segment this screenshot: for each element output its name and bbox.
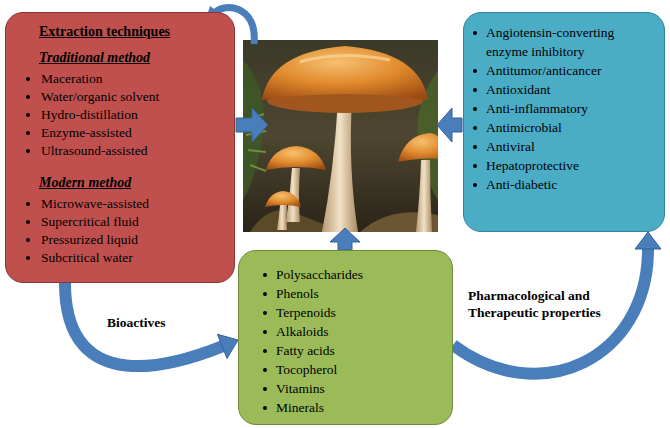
text-row: Modern method	[6, 174, 226, 192]
bullet-text: Alkaloids	[276, 322, 444, 341]
text-row: Vitamins	[239, 379, 444, 398]
bullet-dot	[263, 330, 267, 334]
arrow-body	[65, 283, 222, 366]
text-row: Hydro-distillation	[6, 106, 226, 124]
text-row: Supercritical fluid	[6, 213, 226, 231]
bullet-text: Supercritical fluid	[41, 213, 226, 231]
bullet-text: Fatty acids	[276, 341, 444, 360]
bullet-text: Enzyme-assisted	[41, 124, 226, 142]
curved-arrow	[453, 232, 661, 374]
bullet-dot	[26, 238, 30, 242]
text-row: Hepatoprotective	[464, 156, 656, 175]
text-row: Enzyme-assisted	[6, 124, 226, 142]
bullet-dot	[263, 273, 267, 277]
bullet-text: Anti-inflammatory	[486, 99, 656, 118]
bullet-dot	[26, 113, 30, 117]
bullet-dot	[473, 164, 477, 168]
text-row: Antioxidant	[464, 80, 656, 99]
text-row: Anti-inflammatory	[464, 99, 656, 118]
text-row: Pressurized liquid	[6, 231, 226, 249]
bullet-dot	[473, 107, 477, 111]
bullet-dot	[26, 220, 30, 224]
bullet-text: Microwave-assisted	[41, 195, 226, 213]
bullet-dot	[26, 202, 30, 206]
bullet-dot	[263, 349, 267, 353]
text-row: Phenols	[239, 284, 444, 303]
bullet-dot	[263, 387, 267, 391]
bullet-text: Subcritical water	[41, 249, 226, 267]
bullet-text: Pressurized liquid	[41, 231, 226, 249]
bullet-text: Antimicrobial	[486, 118, 656, 137]
text-row: Tocopherol	[239, 360, 444, 379]
bullet-dot	[26, 256, 30, 260]
bullet-dot	[473, 69, 477, 73]
arrow-head	[217, 334, 238, 358]
bullet-text: Phenols	[276, 284, 444, 303]
text-row: Maceration	[6, 70, 226, 88]
bullet-text: Vitamins	[276, 379, 444, 398]
bullet-dot	[26, 77, 30, 81]
bullet-dot	[26, 131, 30, 135]
text-row: Water/organic solvent	[6, 88, 226, 106]
bullet-dot	[26, 149, 30, 153]
text-row: Traditional method	[6, 49, 226, 67]
bullet-dot	[473, 31, 477, 35]
text-row: Antiviral	[464, 137, 656, 156]
text-row: Alkaloids	[239, 322, 444, 341]
text-row: Microwave-assisted	[6, 195, 226, 213]
curved-arrow	[65, 283, 238, 366]
text-row: Extraction techniques	[6, 23, 226, 41]
bullet-text: Hydro-distillation	[41, 106, 226, 124]
bullet-text: Water/organic solvent	[41, 88, 226, 106]
bullet-dot	[473, 183, 477, 187]
arrow-body	[453, 249, 648, 374]
arrow-caption: Pharmacological and Therapeutic properti…	[468, 287, 618, 321]
bullet-dot	[263, 368, 267, 372]
arrow-caption: Bioactives	[107, 314, 207, 331]
bullet-text: Polysaccharides	[276, 265, 444, 284]
bullet-text: Terpenoids	[276, 303, 444, 322]
section-heading: Extraction techniques	[39, 23, 226, 41]
bullet-text: Anti-diabetic	[486, 175, 656, 194]
bullet-dot	[263, 406, 267, 410]
text-row: Ultrasound-assisted	[6, 142, 226, 160]
text-row: Angiotensin-converting enzyme inhibitory	[464, 23, 656, 61]
bullet-text: Hepatoprotective	[486, 156, 656, 175]
bullet-text: Antioxidant	[486, 80, 656, 99]
bullet-dot	[473, 145, 477, 149]
text-row: Fatty acids	[239, 341, 444, 360]
bullet-text: Antiviral	[486, 137, 656, 156]
bullet-text: Angiotensin-converting enzyme inhibitory	[486, 23, 656, 61]
bullet-dot	[473, 126, 477, 130]
text-row: Antimicrobial	[464, 118, 656, 137]
content-box: Angiotensin-converting enzyme inhibitory…	[463, 12, 665, 232]
content-box: Extraction techniquesTraditional methodM…	[5, 12, 235, 283]
bullet-dot	[263, 292, 267, 296]
bullet-dot	[26, 95, 30, 99]
arrow-head	[635, 232, 661, 249]
bullet-dot	[473, 88, 477, 92]
text-row: Minerals	[239, 398, 444, 417]
text-row: Subcritical water	[6, 249, 226, 267]
bullet-text: Tocopherol	[276, 360, 444, 379]
text-row: Polysaccharides	[239, 265, 444, 284]
bullet-text: Ultrasound-assisted	[41, 142, 226, 160]
text-row: Terpenoids	[239, 303, 444, 322]
bullet-text: Antitumor/anticancer	[486, 61, 656, 80]
bullet-text: Minerals	[276, 398, 444, 417]
content-box: PolysaccharidesPhenolsTerpenoidsAlkaloid…	[238, 250, 453, 425]
text-row: Antitumor/anticancer	[464, 61, 656, 80]
section-heading: Traditional method	[39, 49, 226, 67]
section-heading: Modern method	[39, 174, 226, 192]
text-row: Anti-diabetic	[464, 175, 656, 194]
bullet-dot	[263, 311, 267, 315]
bullet-text: Maceration	[41, 70, 226, 88]
